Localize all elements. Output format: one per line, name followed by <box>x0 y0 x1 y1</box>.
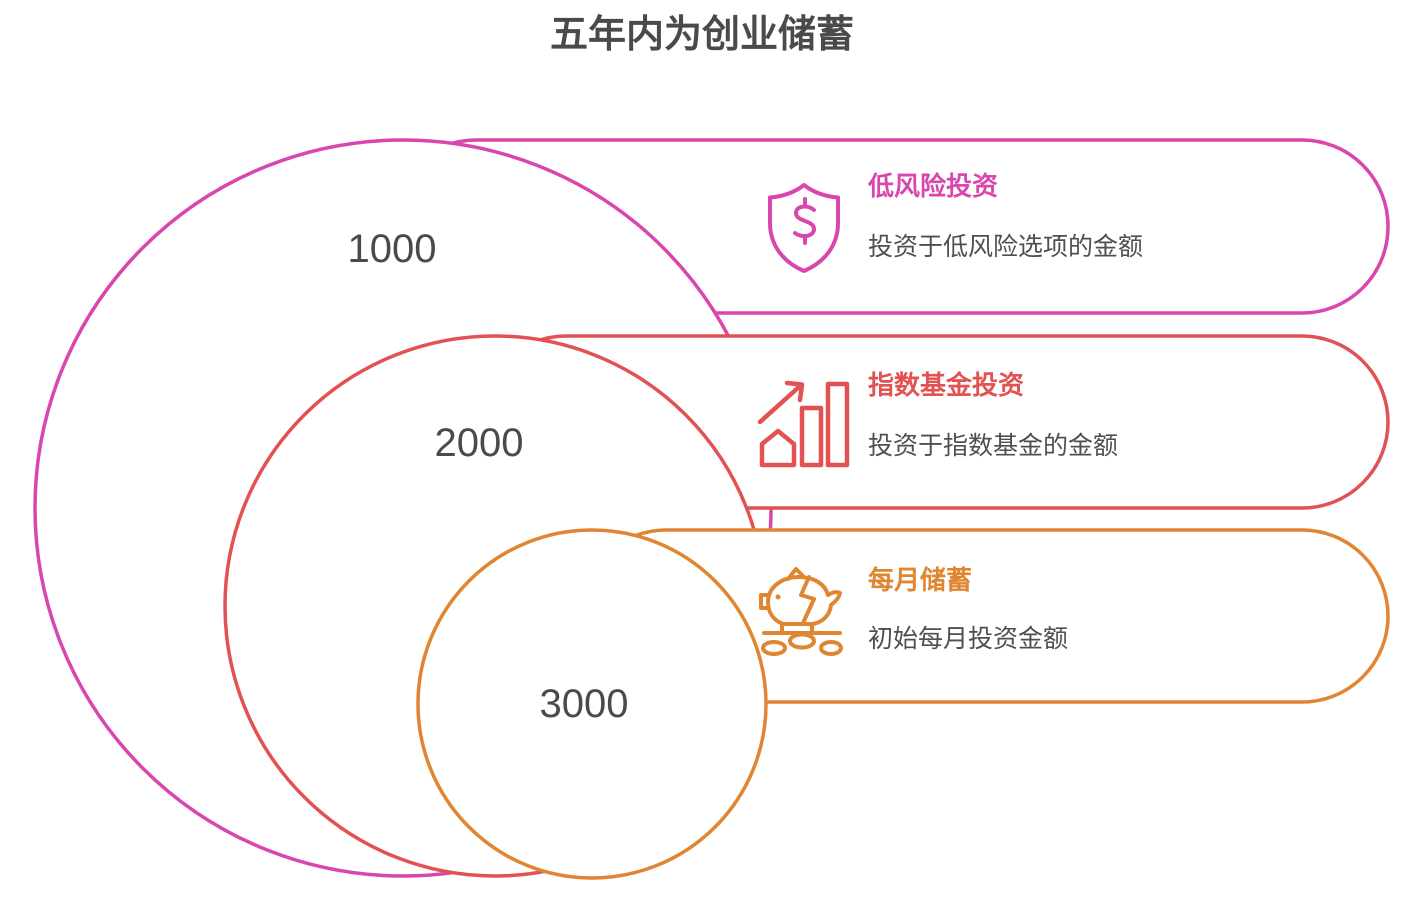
coin-middle <box>788 632 816 650</box>
card-title-index-fund: 指数基金投资 <box>868 370 1024 400</box>
card-title-low-risk: 低风险投资 <box>867 171 998 201</box>
card-title-monthly-saving: 每月储蓄 <box>868 565 972 595</box>
bar-tall <box>825 381 850 468</box>
growth-chart-icon <box>757 380 850 468</box>
bar-medium <box>799 405 824 468</box>
pig-ear <box>786 567 806 581</box>
ring-monthly-saving <box>416 528 1390 880</box>
arrow-head <box>784 380 805 403</box>
value-low-risk: 1000 <box>348 227 437 271</box>
house-shape <box>759 428 797 468</box>
pig-body <box>766 575 842 626</box>
card-desc-index-fund: 投资于指数基金的金额 <box>868 432 1118 460</box>
circle-monthly-saving <box>416 528 768 880</box>
shield-dollar-icon <box>768 183 840 273</box>
pig-eye <box>775 594 781 600</box>
crack-bolt <box>799 575 816 625</box>
coin-right <box>819 640 843 656</box>
value-index-fund: 2000 <box>435 421 524 465</box>
coin-left <box>761 640 787 656</box>
pig-snout <box>759 593 770 610</box>
page-title: 五年内为创业储蓄 <box>550 14 854 56</box>
shield-outline <box>768 183 840 273</box>
arrow-line <box>757 383 803 425</box>
value-monthly-saving: 3000 <box>540 682 629 726</box>
piggy-bank-icon <box>759 567 843 656</box>
card-desc-low-risk: 投资于低风险选项的金额 <box>868 233 1143 261</box>
card-desc-monthly-saving: 初始每月投资金额 <box>868 625 1068 653</box>
